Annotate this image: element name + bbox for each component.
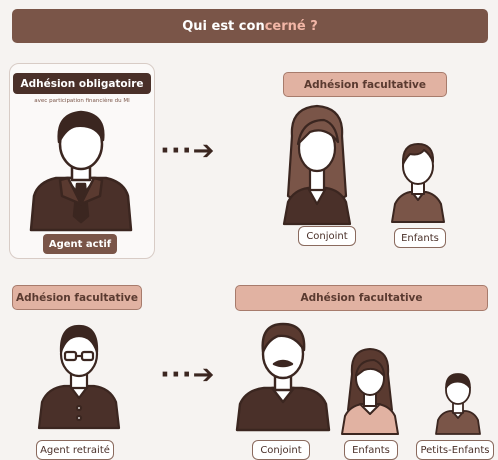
optional-membership-badge-retired: Adhésion facultative [12,285,142,310]
active-agent-icon [29,110,133,232]
mandatory-membership-badge: Adhésion obligatoire [13,73,151,94]
active-agent-label: Agent actif [43,234,117,254]
child-boy-icon [391,143,445,223]
arrow-icon-bottom: ···➔ [160,360,216,390]
child-girl-icon [341,348,399,435]
grandchildren-label: Petits-Enfants [416,440,494,460]
spouse-label-bottom: Conjoint [252,440,310,460]
title-accent-text: cerné ? [264,18,318,34]
spouse-label-top: Conjoint [298,226,356,246]
spouse-man-icon [235,322,331,432]
financial-participation-note: avec participation financière du MI [34,98,130,104]
children-label-bottom: Enfants [344,440,398,460]
children-label-top: Enfants [394,228,446,248]
title-text: Qui est con [182,18,265,34]
retired-agent-icon [37,324,121,430]
spouse-woman-icon [282,104,352,226]
arrow-icon-top: ···➔ [160,136,216,166]
optional-membership-badge-top: Adhésion facultative [283,72,447,97]
optional-membership-badge-bottom: Adhésion facultative [235,285,488,311]
retired-agent-label: Agent retraité [36,440,114,460]
grandchild-icon [435,373,481,435]
